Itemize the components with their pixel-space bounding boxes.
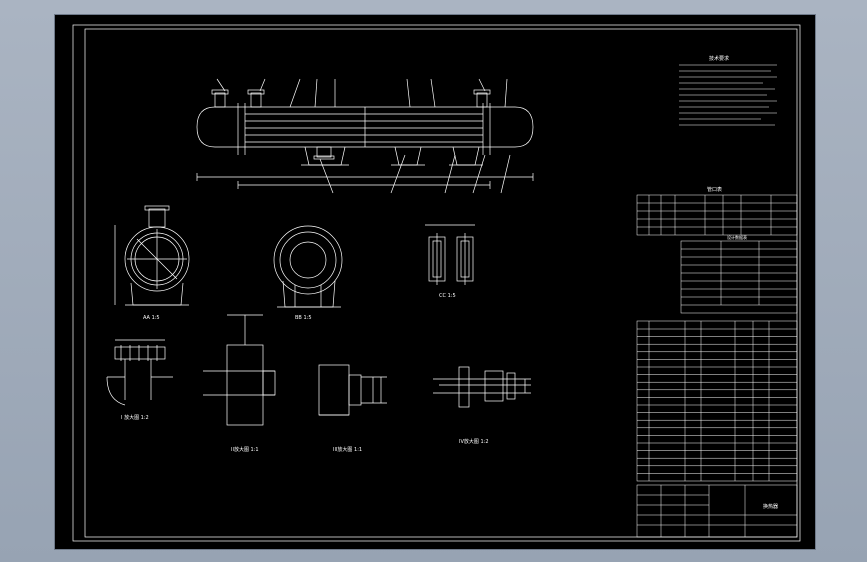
section-aa-label: AA 1:5 xyxy=(143,315,160,321)
detail-i-label: I 放大图 1:2 xyxy=(121,414,149,421)
cad-drawing: AA 1:5 BB 1:5 CC 1:5 I 放大图 1:2 II放大图 1:1… xyxy=(72,24,801,542)
detail-iii-label: III放大图 1:1 xyxy=(333,446,362,453)
technical-notes-text xyxy=(679,64,777,126)
heat-exchanger-elevation xyxy=(196,78,534,194)
title-block xyxy=(636,484,798,538)
design-data-heading: 设计数据表 xyxy=(727,234,747,240)
drawing-viewport[interactable]: AA 1:5 BB 1:5 CC 1:5 I 放大图 1:2 II放大图 1:1… xyxy=(54,14,816,550)
section-cc-label: CC 1:5 xyxy=(439,293,456,299)
nozzle-table xyxy=(636,194,798,236)
design-data-table xyxy=(680,240,798,314)
detail-iv-view xyxy=(433,366,531,408)
detail-iii-view xyxy=(318,364,387,416)
parts-list-table xyxy=(636,320,798,482)
nozzle-table-heading: 管口表 xyxy=(707,186,722,193)
drawing-name: 换热器 xyxy=(763,503,778,510)
inner-border xyxy=(84,28,798,538)
detail-iv-label: IV放大图 1:2 xyxy=(459,438,489,445)
outer-border xyxy=(72,24,801,542)
section-bb-view xyxy=(273,225,343,308)
technical-notes-heading: 技术要求 xyxy=(709,55,729,62)
section-aa-view xyxy=(114,205,190,306)
detail-ii-view xyxy=(203,314,276,426)
section-cc-view xyxy=(425,224,475,285)
detail-i-view xyxy=(106,339,173,406)
detail-ii-label: II放大图 1:1 xyxy=(231,446,259,453)
section-bb-label: BB 1:5 xyxy=(295,315,312,321)
